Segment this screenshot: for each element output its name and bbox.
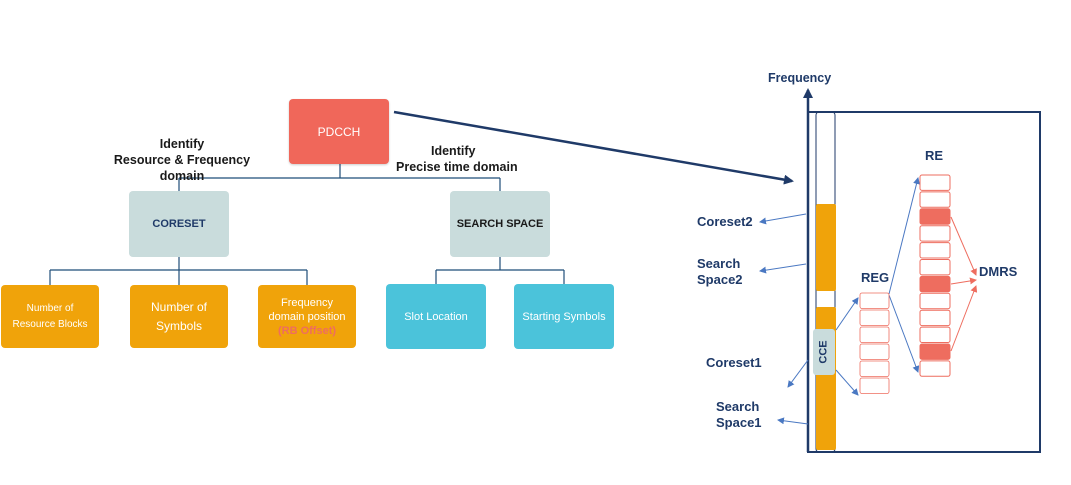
right-caption: Identify Precise time domain bbox=[396, 143, 526, 175]
starting-symbols-node[interactable]: Starting Symbols bbox=[514, 284, 614, 349]
right-caption-line1: Identify bbox=[431, 144, 476, 158]
symbols-node[interactable]: Number of Symbols bbox=[130, 285, 228, 348]
reg-cell bbox=[859, 292, 890, 309]
search-space2-line2: Space2 bbox=[697, 272, 743, 287]
search-space1-label: Search Space1 bbox=[716, 399, 762, 431]
cce-label: CCE bbox=[818, 340, 831, 364]
freq-pos-line1: Frequency bbox=[281, 296, 333, 309]
coreset-node[interactable]: CORESET bbox=[129, 191, 229, 257]
re-cell bbox=[919, 242, 951, 259]
reg-cell bbox=[859, 360, 890, 377]
coreset-label: CORESET bbox=[152, 218, 206, 230]
re-cell bbox=[919, 326, 951, 344]
reg-stack bbox=[859, 292, 890, 394]
pdcch-node[interactable]: PDCCH bbox=[289, 99, 389, 164]
search-space1-line2: Space1 bbox=[716, 415, 762, 430]
re-cell-dmrs bbox=[919, 208, 951, 225]
reg-cell bbox=[859, 326, 890, 343]
rb-count-node[interactable]: Number of Resource Blocks bbox=[1, 285, 99, 348]
re-cell bbox=[919, 191, 951, 208]
search-space1-line1: Search bbox=[716, 399, 760, 414]
label-arrows bbox=[759, 177, 920, 425]
left-caption: Identify Resource & Frequency domain bbox=[92, 136, 272, 184]
cce-box[interactable]: CCE bbox=[813, 329, 835, 375]
re-cell bbox=[919, 225, 951, 242]
re-cell bbox=[919, 292, 951, 310]
grid-outline bbox=[807, 111, 1041, 453]
rb-count-line2: Resource Blocks bbox=[12, 318, 88, 330]
dmrs-arrows bbox=[950, 216, 978, 352]
pdcch-label: PDCCH bbox=[317, 124, 361, 139]
reg-cell bbox=[859, 309, 890, 326]
re-cell-dmrs bbox=[919, 343, 951, 360]
left-caption-line1: Identify bbox=[159, 137, 205, 151]
symbols-line1: Number of bbox=[150, 299, 208, 314]
right-caption-line2: Precise time domain bbox=[396, 160, 518, 174]
slot-location-label: Slot Location bbox=[404, 310, 468, 323]
coreset1-label: Coreset1 bbox=[706, 355, 762, 370]
re-label: RE bbox=[925, 148, 944, 163]
symbols-line2: Symbols bbox=[155, 318, 202, 333]
coreset2-label: Coreset2 bbox=[697, 214, 753, 229]
dmrs-label: DMRS bbox=[979, 264, 1018, 279]
tree-connectors bbox=[49, 164, 565, 285]
left-caption-line2: Resource & Frequency domain bbox=[113, 153, 251, 183]
search-space2-label: Search Space2 bbox=[697, 256, 743, 288]
reg-cell bbox=[859, 377, 890, 394]
frequency-axis-label: Frequency bbox=[768, 71, 832, 85]
re-cell-dmrs bbox=[919, 275, 951, 293]
re-cell bbox=[919, 174, 951, 191]
search-space-node[interactable]: SEARCH SPACE bbox=[450, 191, 550, 257]
reg-label: REG bbox=[861, 270, 890, 285]
coreset2-bar bbox=[816, 204, 836, 291]
search-space-label: SEARCH SPACE bbox=[456, 218, 544, 230]
re-cell bbox=[919, 259, 951, 276]
pdcch-to-grid-arrow bbox=[393, 110, 794, 185]
re-stack bbox=[919, 174, 951, 377]
freq-position-node[interactable]: Frequency domain position (RB Offset) bbox=[258, 285, 356, 348]
re-cell bbox=[919, 360, 951, 377]
rb-count-line1: Number of bbox=[26, 302, 74, 314]
freq-pos-line2: domain position bbox=[268, 310, 346, 323]
reg-cell bbox=[859, 343, 890, 360]
rb-offset-label: (RB Offset) bbox=[277, 324, 337, 337]
starting-symbols-label: Starting Symbols bbox=[522, 310, 606, 323]
re-cell bbox=[919, 309, 951, 327]
search-space2-line1: Search bbox=[697, 256, 741, 271]
slot-location-node[interactable]: Slot Location bbox=[386, 284, 486, 349]
